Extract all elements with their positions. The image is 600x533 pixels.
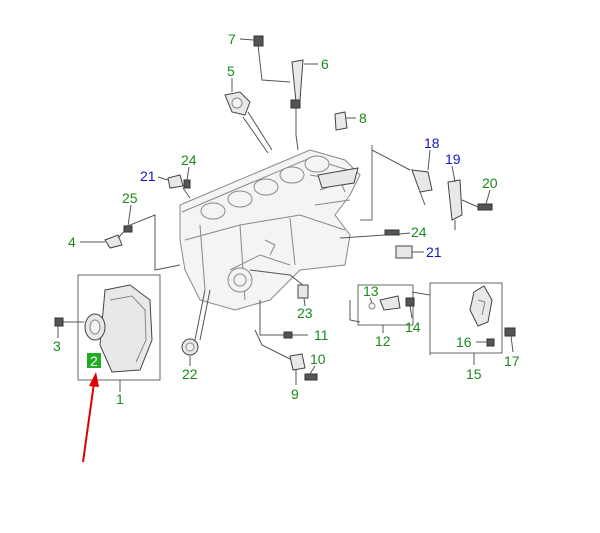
- bolt-24-left: [183, 179, 191, 189]
- callout-3: 3: [53, 338, 61, 354]
- engine-block: [179, 149, 361, 311]
- callout-13: 13: [363, 283, 379, 299]
- timing-cover: [54, 274, 161, 381]
- callout-21-left: 21: [140, 168, 156, 184]
- callout-14: 14: [405, 319, 421, 335]
- top-fixtures: [224, 35, 355, 154]
- sensor-13: [379, 295, 401, 311]
- bracket-15: [469, 285, 493, 327]
- sensor-9: [289, 353, 306, 371]
- callout-7: 7: [228, 31, 236, 47]
- front-cover: [99, 284, 153, 373]
- leader-lines: [57, 38, 514, 392]
- sensor-19: [447, 179, 463, 221]
- bracket-21: [167, 174, 184, 189]
- callout-18: 18: [424, 135, 440, 151]
- bolt-17: [504, 327, 516, 337]
- injector-6: [291, 59, 304, 103]
- sensor-21-right: [395, 245, 413, 259]
- callout-19: 19: [445, 151, 461, 167]
- callout-21-right: 21: [426, 244, 442, 260]
- front-boss: [227, 267, 253, 293]
- bolt-10: [304, 373, 318, 381]
- sensor-18: [411, 169, 433, 193]
- callout-8: 8: [359, 110, 367, 126]
- plug-8: [334, 111, 348, 131]
- callout-5: 5: [227, 63, 235, 79]
- right-mid-parts: [339, 229, 413, 259]
- bolt-14: [405, 297, 415, 307]
- callout-17: 17: [504, 353, 520, 369]
- callout-6: 6: [321, 56, 329, 72]
- callout-20: 20: [482, 175, 498, 191]
- callout-11: 11: [314, 327, 329, 343]
- callout-16: 16: [456, 334, 472, 350]
- callout-22: 22: [182, 366, 198, 382]
- right-lower-frames: [349, 282, 516, 355]
- callout-2: 2: [90, 353, 98, 369]
- bolt-3: [54, 317, 64, 327]
- lower-mid-parts: [181, 269, 318, 381]
- callout-23: 23: [297, 305, 313, 321]
- callout-25: 25: [122, 190, 138, 206]
- bolt-20: [477, 203, 493, 211]
- callout-10: 10: [310, 351, 326, 367]
- sensor-23: [297, 284, 309, 299]
- bolt-25: [123, 225, 133, 233]
- right-sensors: [317, 145, 493, 230]
- callout-2-highlight: [87, 353, 101, 368]
- callout-15: 15: [466, 366, 482, 382]
- callout-labels: 1 2 3 4 5 6 7 8 9 10 11 12 13 14 15 16 1…: [53, 31, 520, 407]
- part-frame-15: [429, 282, 503, 354]
- callout-12: 12: [375, 333, 391, 349]
- callout-24-right: 24: [411, 224, 427, 240]
- left-small-parts: [88, 174, 191, 271]
- bolt-11: [283, 331, 293, 339]
- callout-24-left: 24: [181, 152, 197, 168]
- callout-1: 1: [116, 391, 124, 407]
- bolt-16: [486, 338, 495, 347]
- sensor-4: [104, 234, 123, 249]
- cylinder-bores: [200, 155, 330, 220]
- callout-9: 9: [291, 386, 299, 402]
- plug-7: [253, 35, 264, 47]
- fuel-rail: [317, 167, 359, 189]
- callout-4: 4: [68, 234, 76, 250]
- part-frame-1: [77, 274, 161, 381]
- bolt-24-right: [384, 229, 400, 236]
- red-indicator-arrow: [82, 372, 99, 463]
